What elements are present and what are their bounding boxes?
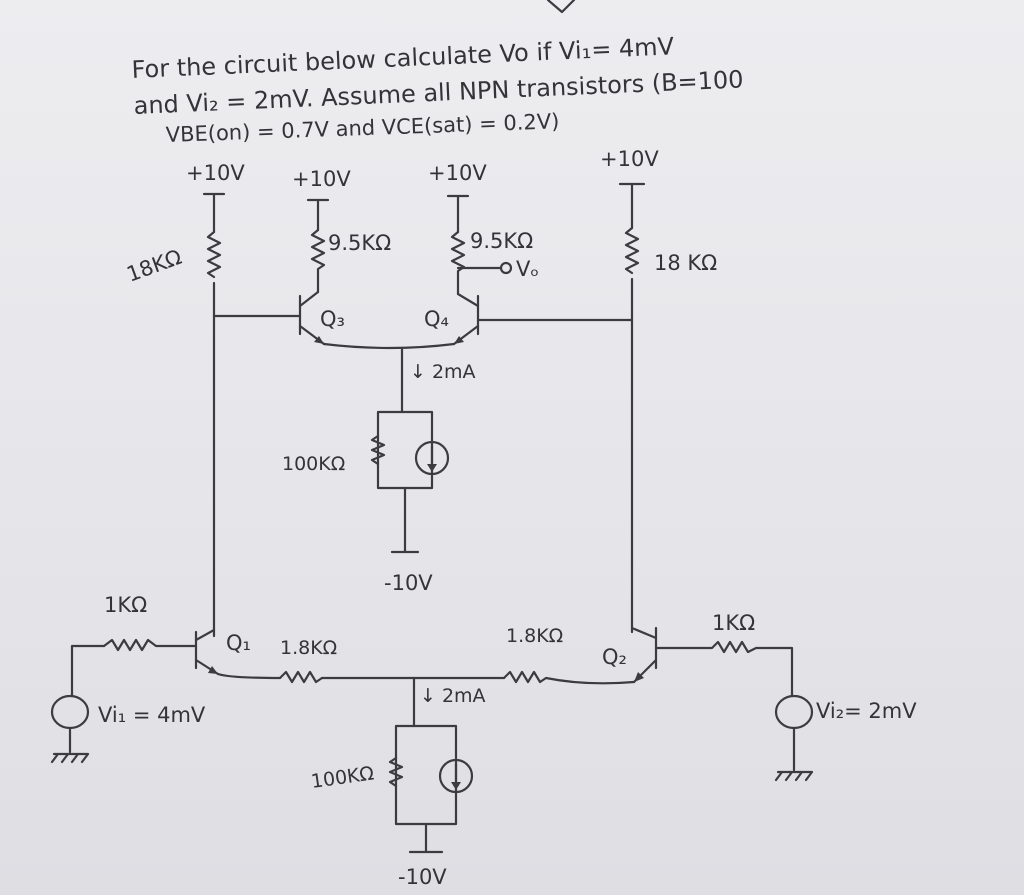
label-18k-right: 18 KΩ: [654, 251, 717, 275]
label-9k5-q3: 9.5KΩ: [328, 231, 391, 255]
voltage-source-vi1: [50, 694, 90, 764]
label-1k8-q2: 1.8KΩ: [506, 625, 563, 647]
label-q3: Q₃: [320, 307, 345, 331]
transistor-q1: [194, 628, 220, 676]
label-q1: Q₁: [226, 631, 251, 655]
label-q2: Q₂: [602, 645, 627, 669]
label-1k8-q1: 1.8KΩ: [280, 637, 337, 659]
label-neg-lower: -10V: [398, 865, 447, 889]
label-100k-upper: 100KΩ: [282, 453, 345, 475]
supply-label-q3: +10V: [292, 167, 351, 191]
label-9k5-q4: 9.5KΩ: [470, 229, 533, 253]
resistor-1k8-q2: [502, 670, 636, 685]
supply-bar-q4: [446, 194, 470, 234]
supply-label-q4: +10V: [428, 161, 487, 185]
transistor-q4: [452, 292, 480, 346]
label-18k-left: 18KΩ: [124, 245, 185, 287]
wire-q3-q4-emitters: [322, 342, 456, 350]
label-100k-lower: 100KΩ: [310, 762, 376, 793]
resistor-1k-q2: [654, 640, 794, 698]
transistor-q2: [630, 626, 658, 684]
label-current-lower: ↓ 2mA: [420, 685, 486, 707]
label-current-upper: ↓ 2mA: [410, 361, 476, 383]
supply-bar-q3: [306, 198, 330, 232]
current-source-upper: [370, 410, 450, 554]
wire-vi1-to-rb1: [70, 644, 106, 698]
vo-terminal: [499, 261, 513, 275]
resistor-1k8-q1: [278, 670, 324, 684]
supply-bar-right: [618, 182, 646, 230]
voltage-source-vi2: [774, 694, 814, 782]
problem-statement: For the circuit below calculate Vo if Vi…: [131, 32, 744, 147]
supply-bar-left: [202, 192, 226, 234]
resistor-9k5-q3: [310, 228, 326, 294]
top-scribble-mark: [546, 0, 576, 14]
label-1k-q1: 1KΩ: [104, 593, 147, 617]
current-source-lower: [388, 724, 474, 854]
label-vi1: Vi₁ = 4mV: [98, 703, 206, 727]
resistor-18k-left: [206, 230, 222, 279]
wire-q1-emitter: [216, 672, 282, 680]
label-q4: Q₄: [424, 307, 449, 331]
label-vo: Vₒ: [516, 257, 539, 281]
resistor-18k-right: [624, 226, 640, 275]
label-1k-q2: 1KΩ: [712, 611, 755, 635]
resistor-9k5-q4: [450, 230, 466, 296]
supply-label-left: +10V: [186, 161, 245, 185]
label-neg-upper: -10V: [384, 571, 433, 595]
supply-label-right: +10V: [600, 147, 659, 171]
label-vi2: Vi₂= 2mV: [816, 699, 917, 723]
resistor-1k-q1: [102, 638, 198, 652]
